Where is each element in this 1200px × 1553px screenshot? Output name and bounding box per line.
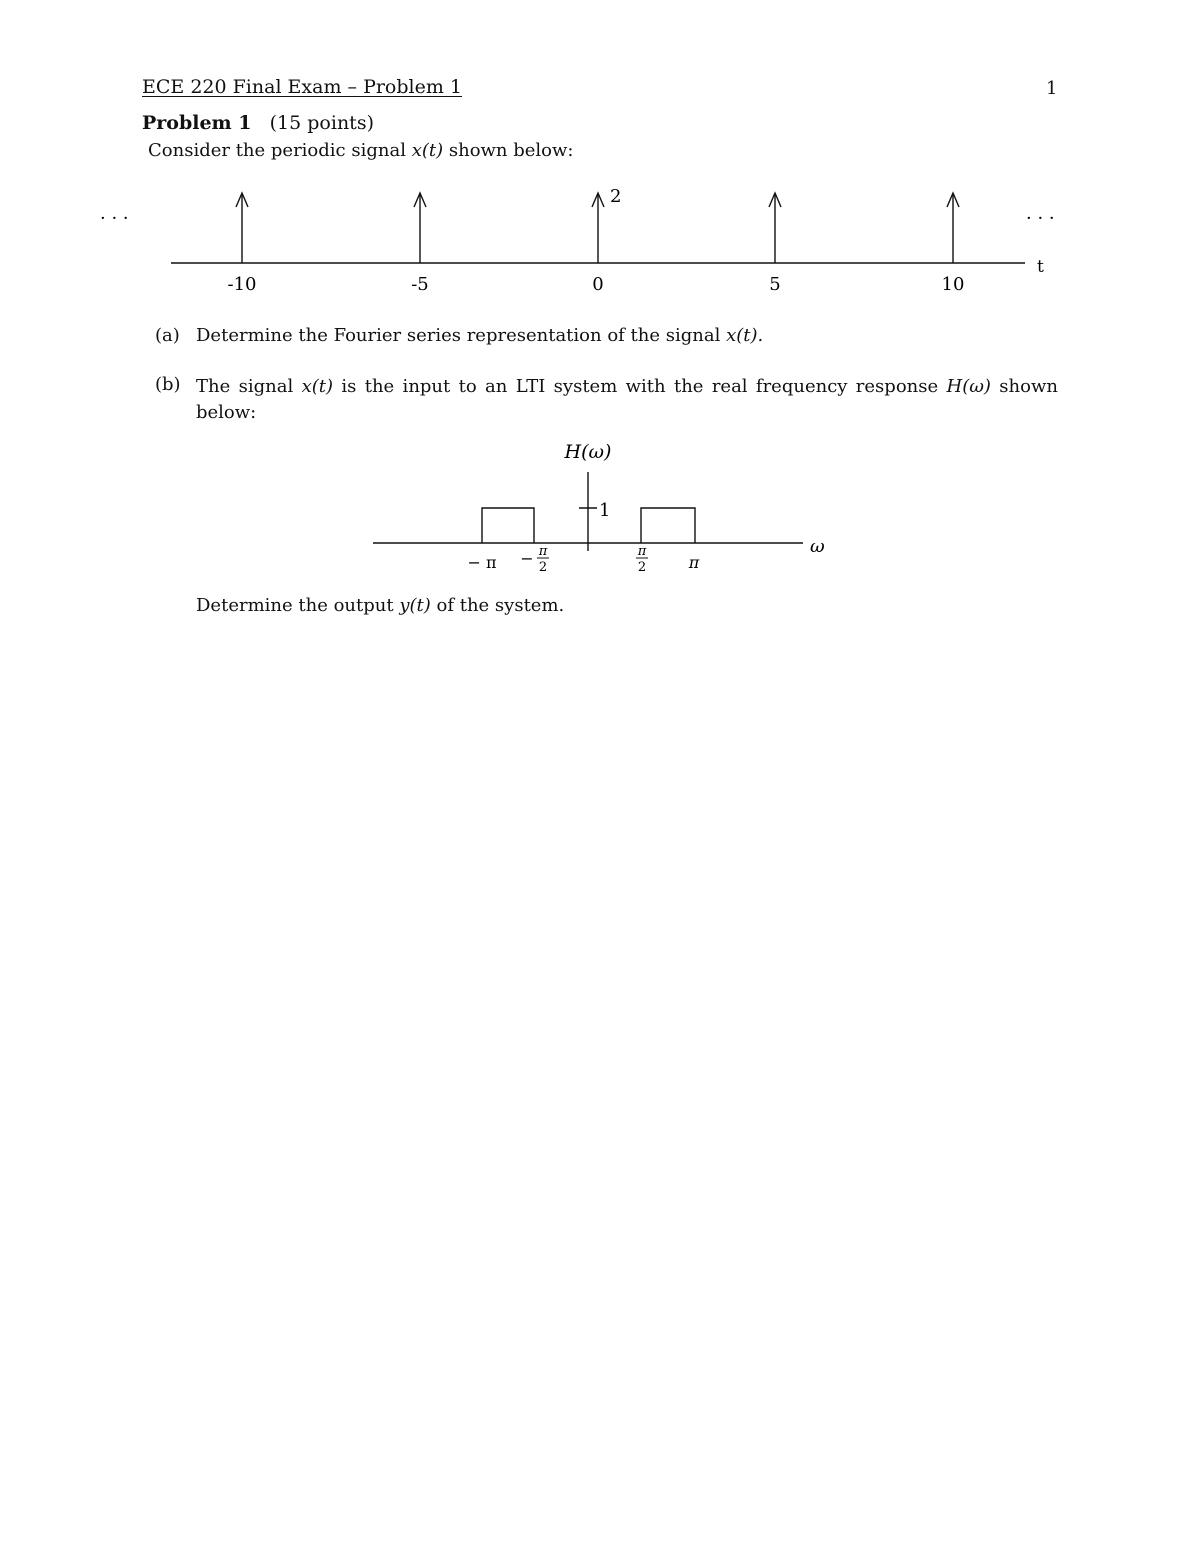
page-number: 1 xyxy=(1046,78,1058,99)
tick-neg-pi: − π xyxy=(467,553,496,572)
item-b-sentence-3: shown below: xyxy=(196,376,1058,423)
item-b-label: (b) xyxy=(155,374,181,395)
item-b-text: The signal x(t) is the input to an LTI s… xyxy=(196,374,1058,426)
problem-points: (15 points) xyxy=(269,112,374,134)
tick-pi: π xyxy=(688,553,700,572)
freq-plot-title: H(ω) xyxy=(564,441,612,463)
tick-neg-half-pi-num: π xyxy=(538,544,548,559)
time-tick-label: 5 xyxy=(769,274,780,295)
item-a-signal-var: x(t). xyxy=(726,325,764,346)
tick-neg-half-pi-den: 2 xyxy=(539,560,547,575)
time-axis-label: t xyxy=(1037,257,1044,277)
problem-heading: Problem 1 (15 points) xyxy=(142,112,374,134)
impulse-arrow xyxy=(768,191,782,263)
ellipsis-left: · · · xyxy=(100,208,129,229)
omega-axis-label: ω xyxy=(810,536,825,557)
level-label: 1 xyxy=(599,500,610,521)
time-tick-label: -5 xyxy=(411,274,429,295)
impulse-arrow xyxy=(946,191,960,263)
frequency-response-plot: H(ω) 1 ω − π − π 2 π 2 π xyxy=(373,441,825,575)
problem-intro: Consider the periodic signal x(t) shown … xyxy=(148,140,574,161)
impulse-arrow xyxy=(591,191,605,263)
ellipsis-right: · · · xyxy=(1026,208,1055,229)
problem-title: Problem 1 xyxy=(142,112,252,134)
exam-header-title: ECE 220 Final Exam – Problem 1 xyxy=(142,76,463,98)
output-question-prefix: Determine the output xyxy=(196,595,394,616)
item-b-sentence-2: is the input to an LTI system with the r… xyxy=(341,376,939,397)
impulse-arrow xyxy=(413,191,427,263)
intro-signal-var: x(t) xyxy=(411,140,444,161)
impulse-arrow xyxy=(235,191,249,263)
impulse-train-plot: · · · · · · t 2 -10 -5 0 5 10 xyxy=(100,186,1055,295)
impulse-amplitude-label: 2 xyxy=(610,186,621,207)
intro-prefix: Consider the periodic signal xyxy=(148,140,406,161)
item-b-sentence-1: The signal xyxy=(196,376,294,397)
passband-positive xyxy=(640,507,696,543)
item-a-sentence: Determine the Fourier series representat… xyxy=(196,325,721,346)
time-tick-label: 10 xyxy=(942,274,965,295)
tick-half-pi-num: π xyxy=(637,544,647,559)
tick-neg-half-pi-sign: − xyxy=(520,549,533,568)
item-a-text: Determine the Fourier series representat… xyxy=(196,325,763,346)
output-var: y(t) xyxy=(399,595,431,616)
item-b-signal-var: x(t) xyxy=(301,376,334,397)
item-b-response-var: H(ω) xyxy=(946,376,991,397)
passband-negative xyxy=(481,507,535,543)
tick-half-pi-den: 2 xyxy=(638,560,646,575)
time-tick-label: 0 xyxy=(592,274,603,295)
output-question-suffix: of the system. xyxy=(436,595,565,616)
output-question: Determine the output y(t) of the system. xyxy=(196,595,564,616)
intro-suffix: shown below: xyxy=(448,140,574,161)
item-a-label: (a) xyxy=(155,325,180,346)
time-tick-label: -10 xyxy=(228,274,257,295)
